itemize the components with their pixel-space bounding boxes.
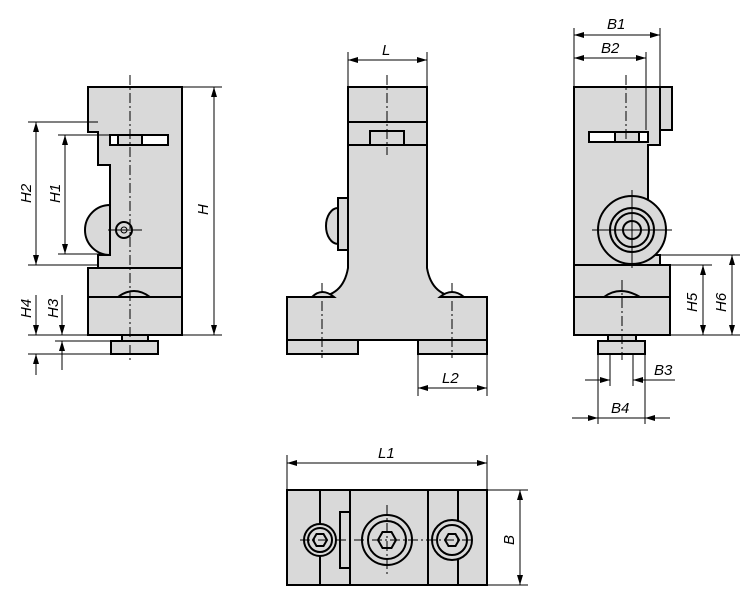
dim-B3: B3 (654, 362, 673, 379)
dim-H: H (195, 204, 212, 215)
dim-B4: B4 (611, 400, 629, 417)
dim-H5: H5 (684, 292, 701, 312)
front-view: L L2 (286, 42, 488, 396)
dim-L: L (382, 42, 390, 59)
dim-H1: H1 (47, 184, 64, 203)
left-side-view: H H2 H1 H4 H3 (18, 75, 222, 375)
dim-H3: H3 (45, 298, 62, 318)
top-view: L1 B (286, 445, 528, 586)
dim-B1: B1 (607, 16, 625, 33)
dim-H4: H4 (18, 299, 35, 318)
dim-H6: H6 (713, 292, 730, 312)
dim-B: B (501, 535, 518, 545)
right-side-view: B1 B2 H5 H6 B3 B4 (572, 16, 740, 424)
dim-L1: L1 (378, 445, 395, 462)
dim-L2: L2 (442, 370, 459, 387)
dim-B2: B2 (601, 40, 620, 57)
dim-H2: H2 (18, 183, 35, 203)
